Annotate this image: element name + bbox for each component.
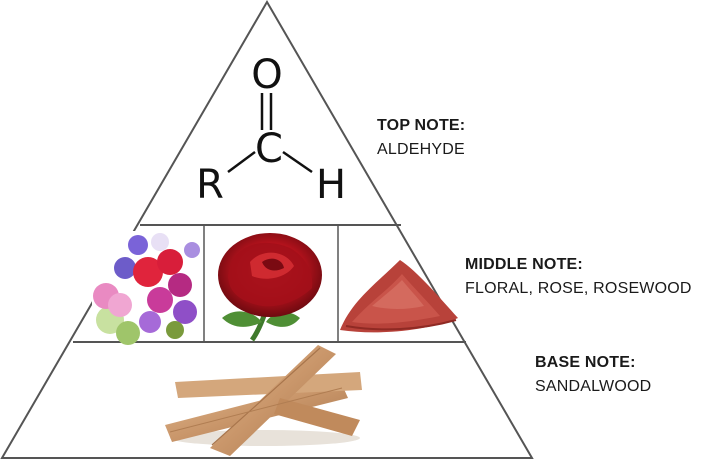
base-note-heading: BASE NOTE: (535, 354, 636, 371)
middle-note-heading: MIDDLE NOTE: (465, 256, 583, 273)
base-note-value: SANDALWOOD (535, 378, 652, 395)
rose-image (218, 233, 322, 342)
bond-c-h (282, 150, 313, 174)
atom-hydrogen: H (316, 162, 346, 208)
sandalwood-image (165, 345, 362, 456)
middle-note-label: MIDDLE NOTE: FLORAL, ROSE, ROSEWOOD (465, 256, 692, 298)
middle-note-value: FLORAL, ROSE, ROSEWOOD (465, 280, 692, 297)
base-note-label: BASE NOTE: SANDALWOOD (535, 354, 651, 396)
atom-oxygen: O (251, 52, 282, 98)
aldehyde-structure: O C R H (196, 52, 346, 208)
pyramid-outline (0, 0, 534, 459)
middle-note-images (92, 225, 458, 345)
rosewood-image (340, 260, 458, 333)
top-note-heading: TOP NOTE: (377, 117, 466, 134)
floral-bouquet-image (92, 231, 202, 345)
top-note-value: ALDEHYDE (377, 141, 465, 158)
top-note-label: TOP NOTE: ALDEHYDE (377, 117, 465, 159)
atom-carbon: C (255, 126, 283, 172)
bond-r-c (227, 150, 256, 174)
atom-r-group: R (196, 162, 224, 208)
